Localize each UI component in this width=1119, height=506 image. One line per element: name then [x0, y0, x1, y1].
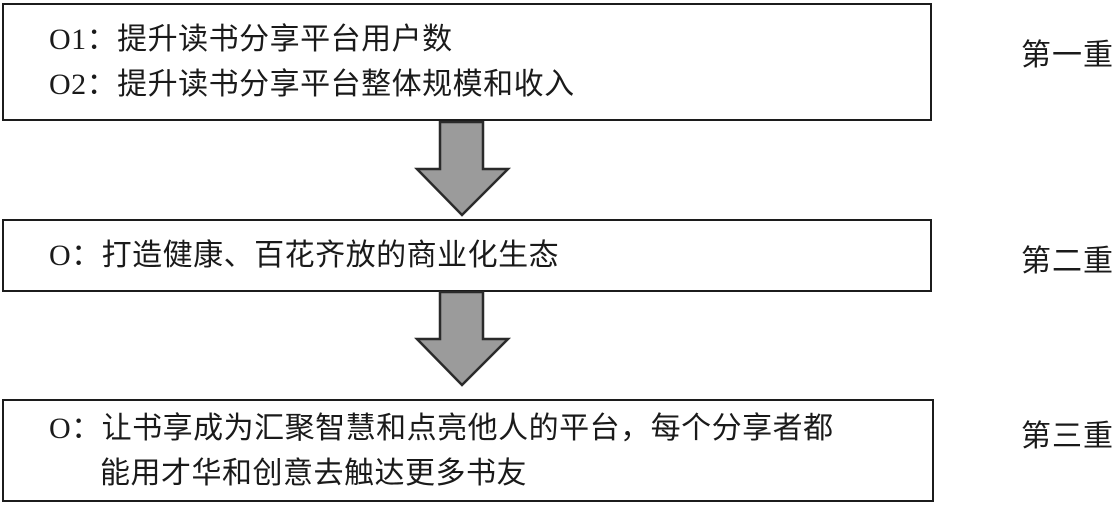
objective-box-level-2: O：打造健康、百花齐放的商业化生态: [2, 219, 932, 292]
objective-o-text: O：打造健康、百花齐放的商业化生态: [49, 239, 560, 272]
objective-o-text-line-1: O：让书享成为汇聚智慧和点亮他人的平台，每个分享者都: [49, 411, 834, 445]
level-label-third: 第三重: [1021, 420, 1114, 453]
objective-o2-text: O2：提升读书分享平台整体规模和收入: [49, 68, 575, 101]
objective-box-level-3: O：让书享成为汇聚智慧和点亮他人的平台，每个分享者都 能用才华和创意去触达更多书…: [2, 399, 934, 502]
down-arrow-icon: [414, 121, 512, 217]
down-arrow-icon: [414, 291, 512, 387]
level-label-first: 第一重: [1021, 39, 1114, 72]
objective-o-text-line-2: 能用才华和创意去触达更多书友: [100, 456, 527, 490]
objective-box-level-1: O1：提升读书分享平台用户数 O2：提升读书分享平台整体规模和收入: [2, 3, 932, 121]
objective-o1-text: O1：提升读书分享平台用户数: [49, 23, 453, 56]
level-label-second: 第二重: [1021, 245, 1114, 278]
